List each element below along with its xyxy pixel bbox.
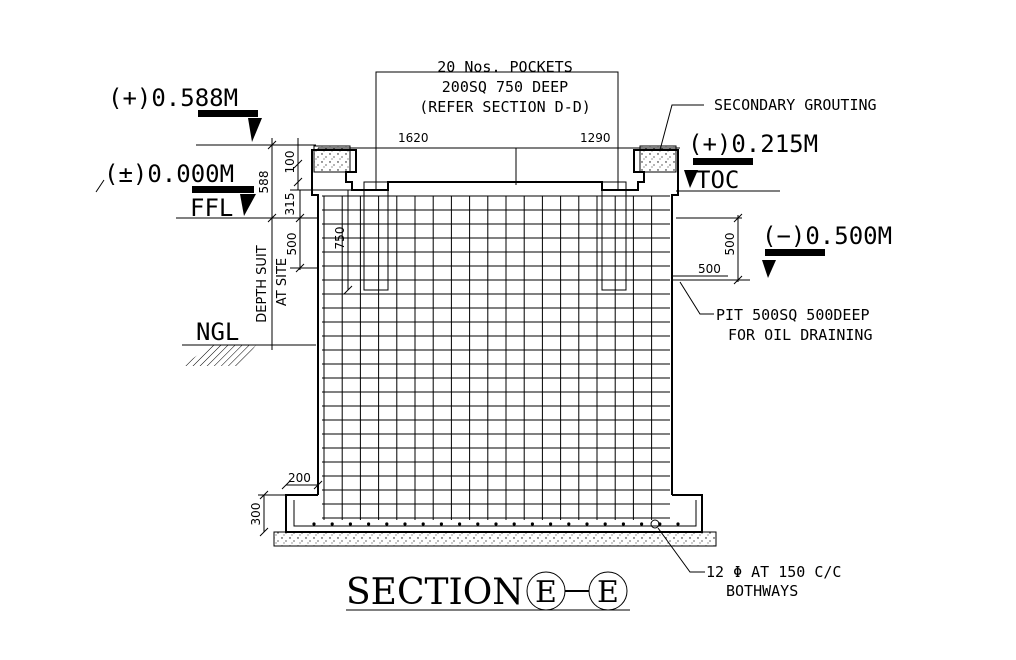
grout-block-left <box>313 145 351 173</box>
dim-200: 200 <box>288 471 311 485</box>
depth-label-line1: DEPTH SUIT <box>255 245 270 323</box>
ngl-label: NGL <box>196 318 239 346</box>
rebar-dot <box>439 522 443 526</box>
rebar-dot <box>476 522 480 526</box>
pockets-label-line2: 200SQ 750 DEEP <box>442 78 568 96</box>
pocket-right <box>601 181 627 291</box>
rebar-dot <box>621 522 626 526</box>
rebar-dot <box>312 522 316 526</box>
rebar-label-line1: 12 Φ AT 150 C/C <box>706 563 841 581</box>
level-marker-ffl <box>192 186 256 216</box>
pockets-label-line3: (REFER SECTION D-D) <box>419 98 591 116</box>
rebar-dot <box>603 522 607 526</box>
level-pit-label: (−)0.500M <box>762 222 892 250</box>
ffl-label: FFL <box>190 194 233 222</box>
pit-label-line1: PIT 500SQ 500DEEP <box>716 306 870 324</box>
level-marker-toc <box>684 158 753 188</box>
dim-315: 315 <box>283 193 297 216</box>
vertical-dimensions <box>258 138 743 537</box>
depth-label-line2: AT SITE <box>275 258 290 306</box>
rebar-dot <box>385 522 389 526</box>
rebar-dot <box>512 522 516 526</box>
rebar-dot <box>549 522 553 526</box>
dim-1290: 1290 <box>580 131 611 145</box>
secondary-grouting-label: SECONDARY GROUTING <box>714 96 877 114</box>
ground-hatch <box>182 345 256 366</box>
level-marker-top <box>198 110 262 142</box>
dim-500-horizontal: 500 <box>698 262 721 276</box>
dim-500-left: 500 <box>285 233 299 256</box>
dim-750: 750 <box>333 227 347 250</box>
leader-lines <box>95 71 714 573</box>
rebar-dot <box>494 522 498 526</box>
rebar-dot <box>676 522 680 526</box>
rebar-dot <box>585 522 589 526</box>
rebar-dot <box>403 522 407 526</box>
level-toc-label: (+)0.215M <box>688 130 818 158</box>
grout-block-right <box>639 145 677 173</box>
pit-label-line2: FOR OIL DRAINING <box>728 326 873 344</box>
dim-300: 300 <box>249 503 263 526</box>
rebar-dot <box>640 522 644 526</box>
reinforcement-grid <box>322 195 670 520</box>
pockets-label-line1: 20 Nos. POCKETS <box>437 58 572 76</box>
dim-588: 588 <box>257 171 271 194</box>
section-letter-right: E <box>597 575 619 610</box>
dim-1620: 1620 <box>398 131 429 145</box>
section-title: SECTION E E <box>346 571 630 613</box>
rebar-dot <box>330 522 334 526</box>
section-title-word: SECTION <box>346 572 524 613</box>
level-top-label: (+)0.588M <box>108 84 238 112</box>
dim-500-right-vertical: 500 <box>723 233 737 256</box>
rebar-dot <box>458 522 462 526</box>
rebar-dot <box>348 522 352 526</box>
lean-concrete-base <box>273 531 717 547</box>
rebar-callout-circle <box>650 519 660 529</box>
toc-label: TOC <box>696 166 739 194</box>
pocket-left <box>363 181 389 291</box>
section-letter-left: E <box>535 575 557 610</box>
rebar-dot <box>367 522 371 526</box>
rebar-dot <box>421 522 425 526</box>
level-ffl-label: (±)0.000M <box>104 160 234 188</box>
rebar-dot <box>530 522 535 526</box>
dim-100: 100 <box>283 151 297 174</box>
rebar-dot <box>567 522 571 526</box>
level-marker-pit <box>762 249 825 278</box>
rebar-label-line2: BOTHWAYS <box>726 582 798 600</box>
bottom-rebar-dots <box>312 522 680 526</box>
